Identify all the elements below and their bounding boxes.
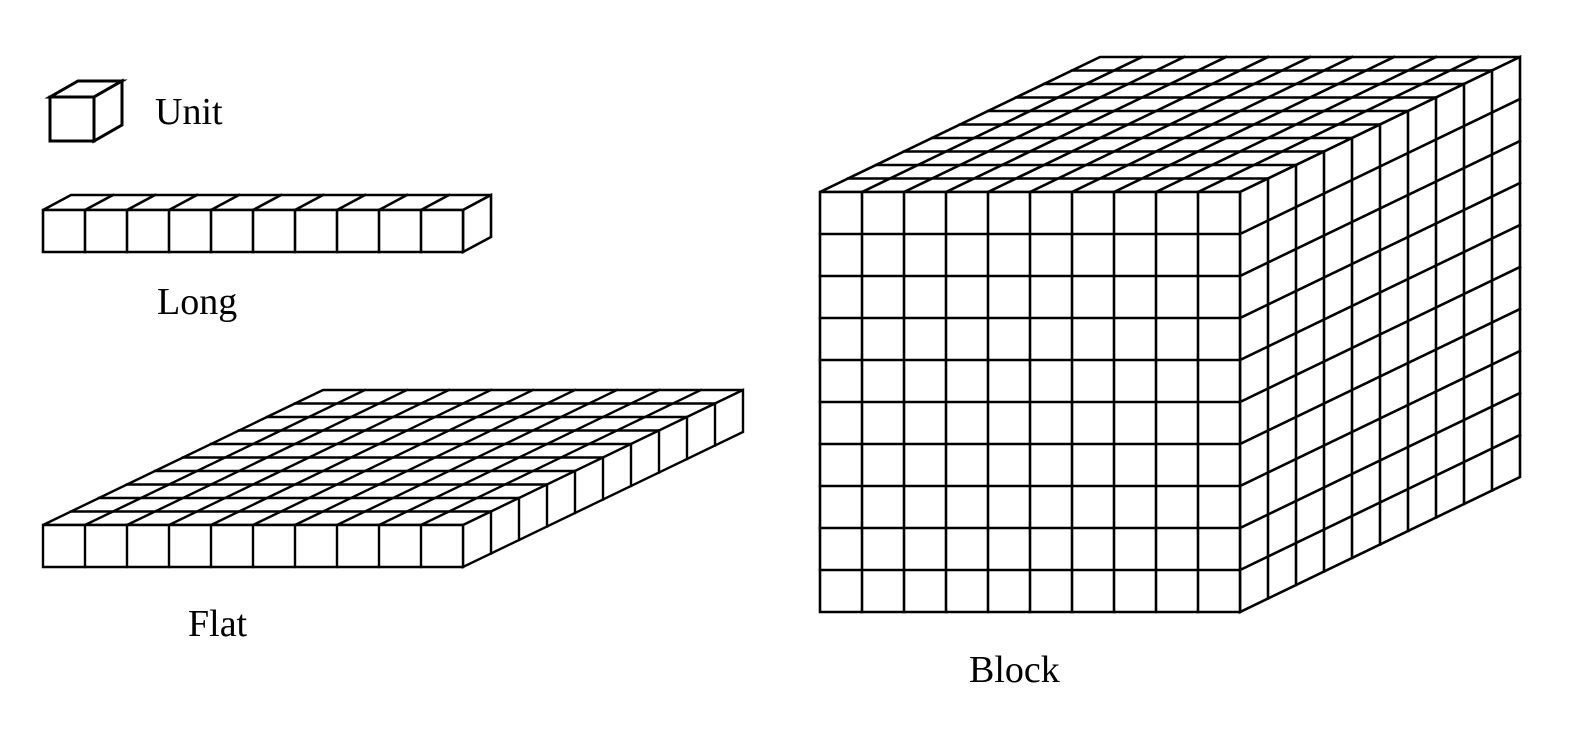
flat-square bbox=[41, 388, 745, 569]
top-grid-line bbox=[335, 193, 367, 212]
unit-label: Unit bbox=[155, 91, 223, 133]
block-cube bbox=[818, 54, 1522, 615]
side-grid-line bbox=[1238, 139, 1522, 278]
side-grid-line bbox=[1238, 349, 1522, 488]
top-grid-line bbox=[83, 193, 115, 212]
side-grid-line bbox=[1238, 97, 1522, 236]
side-grid-line bbox=[1238, 433, 1522, 572]
top-grid-line bbox=[209, 193, 241, 212]
unit-cube bbox=[44, 78, 128, 144]
side-grid-line bbox=[1238, 223, 1522, 362]
side-grid-line bbox=[1238, 307, 1522, 446]
top-grid-line bbox=[377, 193, 409, 212]
top-grid-line bbox=[167, 193, 199, 212]
long-rod bbox=[41, 192, 493, 255]
top-grid-line bbox=[419, 193, 451, 212]
top-grid-line bbox=[125, 193, 157, 212]
block-label: Block bbox=[969, 649, 1060, 691]
long-label: Long bbox=[157, 281, 237, 323]
side-grid-line bbox=[1238, 265, 1522, 404]
side-grid-line bbox=[1238, 391, 1522, 530]
top-grid-line bbox=[293, 193, 325, 212]
side-grid-line bbox=[1238, 181, 1522, 320]
flat-label: Flat bbox=[188, 603, 248, 645]
front-face bbox=[48, 95, 96, 143]
top-grid-line bbox=[251, 193, 283, 212]
